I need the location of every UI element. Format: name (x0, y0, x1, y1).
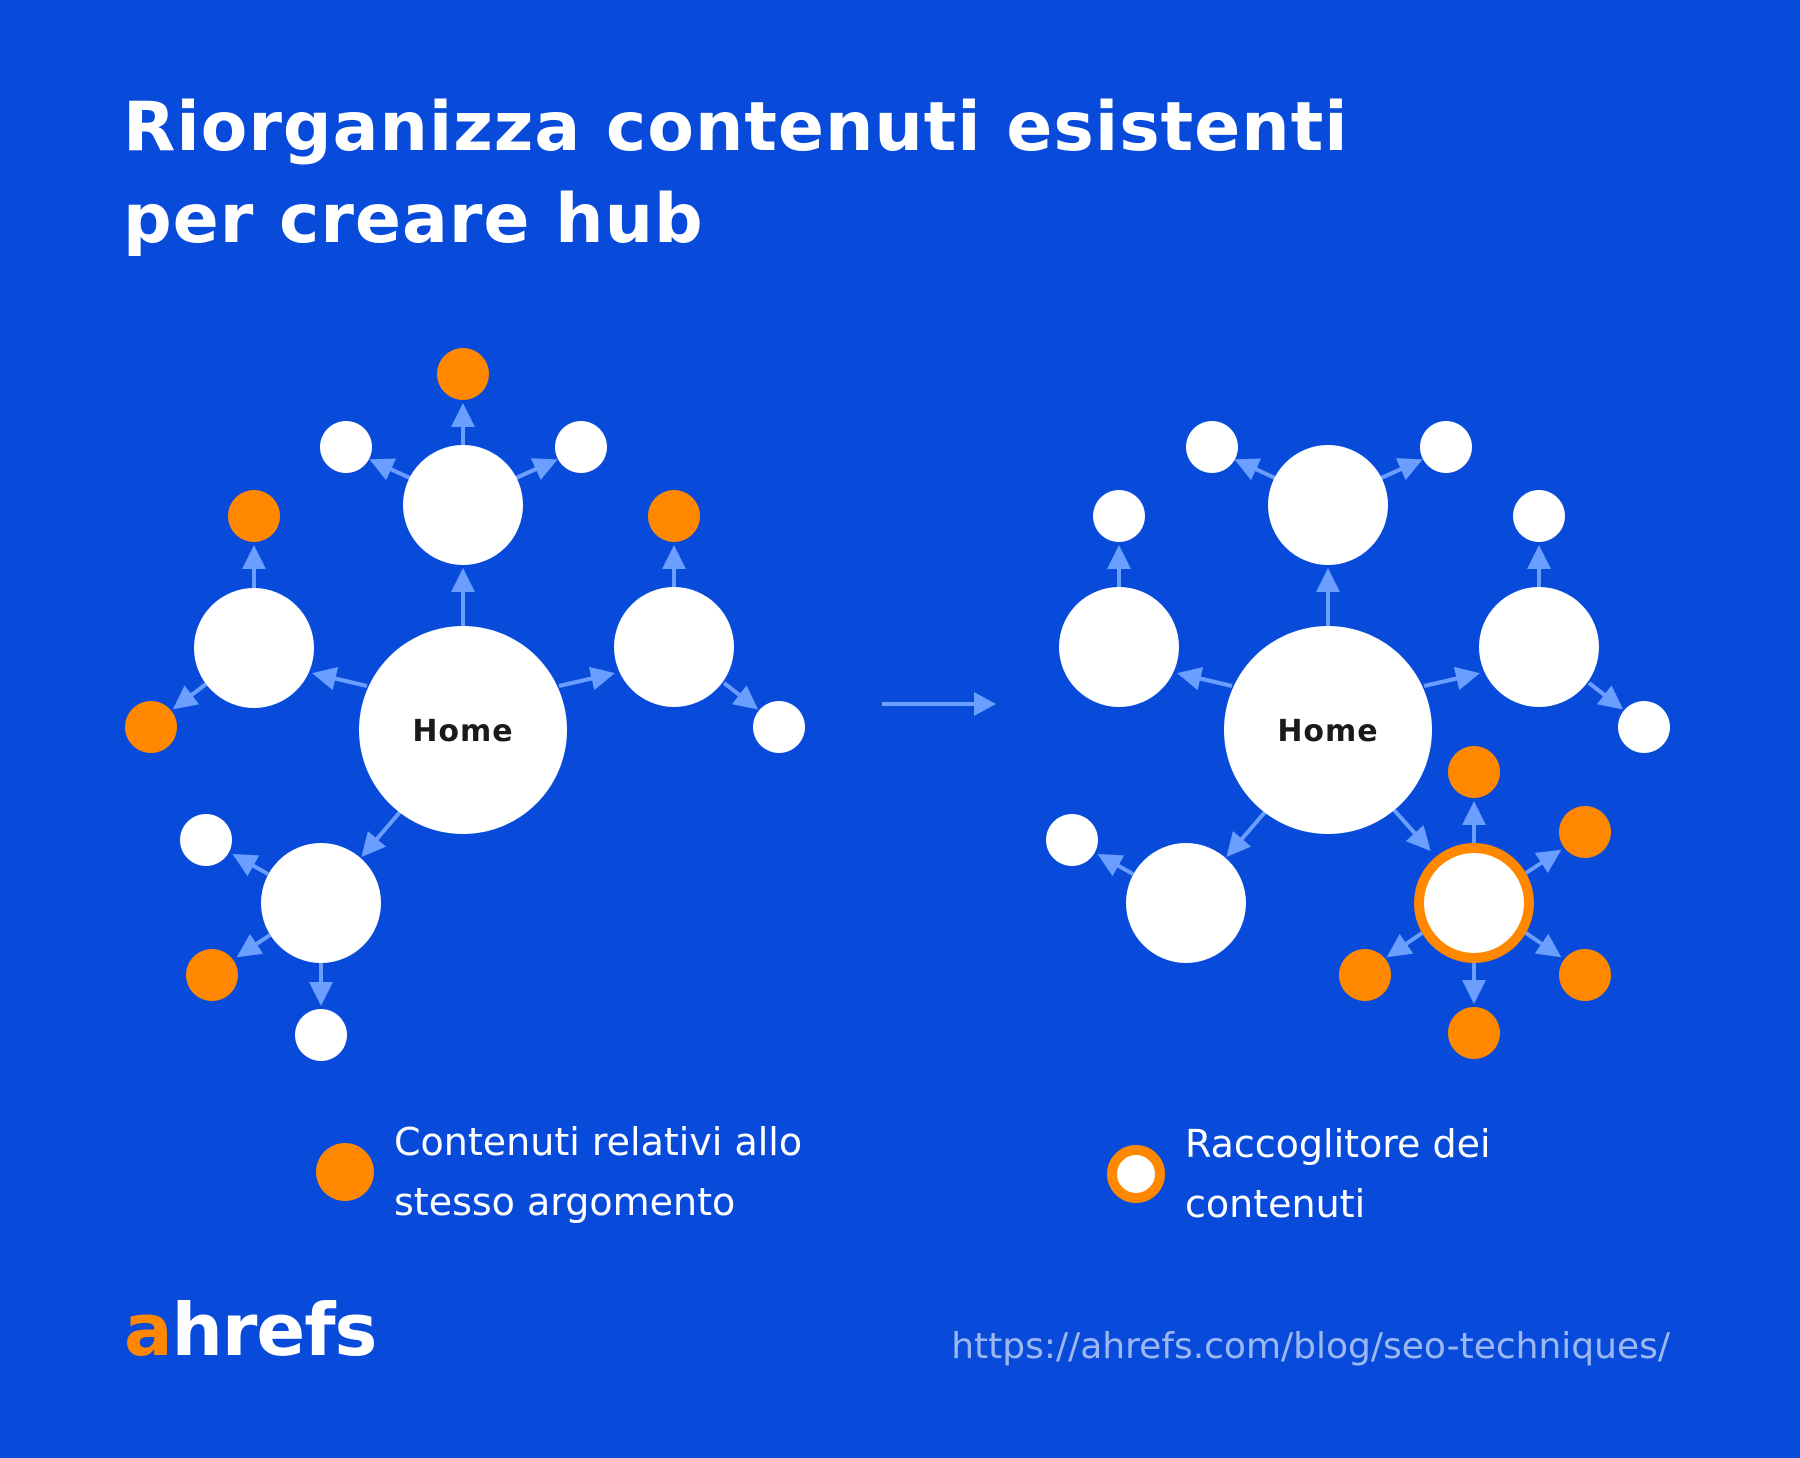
home-label: Home (1277, 714, 1378, 749)
logo-rest: hrefs (171, 1288, 378, 1372)
page-node (1268, 445, 1388, 565)
legend-content-hub: Raccoglitore dei contenuti (1107, 1114, 1491, 1234)
link-arrows (1097, 458, 1624, 1004)
topic-node (228, 490, 280, 542)
topic-node (125, 701, 177, 753)
source-url: https://ahrefs.com/blog/seo-techniques/ (951, 1326, 1670, 1367)
page-node (614, 587, 734, 707)
page-node (403, 445, 523, 565)
diagram-before: Home (125, 348, 805, 1061)
home-label: Home (412, 714, 513, 749)
subpage-node (1046, 814, 1098, 866)
content-hub-node (1414, 843, 1534, 963)
right-arrow-icon (882, 692, 996, 716)
subpage-node (1093, 490, 1145, 542)
page-title: Riorganizza contenuti esistenti per crea… (123, 82, 1349, 266)
logo-a: a (124, 1288, 173, 1372)
legend-topic-line-2: stesso argomento (394, 1180, 736, 1224)
subpage-node (753, 701, 805, 753)
topic-node (186, 949, 238, 1001)
home-node (359, 626, 567, 834)
subpage-node (295, 1009, 347, 1061)
ahrefs-logo: ahrefs (124, 1288, 378, 1372)
topic-node (437, 348, 489, 400)
page-node (1479, 587, 1599, 707)
topic-node (1559, 949, 1611, 1001)
subpage-node (180, 814, 232, 866)
subpage-node (555, 421, 607, 473)
orange-dot-icon (316, 1143, 374, 1201)
page-node (261, 843, 381, 963)
topic-node (1559, 806, 1611, 858)
home-node (1224, 626, 1432, 834)
subpage-node (1420, 421, 1472, 473)
topic-node (1448, 746, 1500, 798)
page-node (1059, 587, 1179, 707)
topic-node (648, 490, 700, 542)
topic-node (1339, 949, 1391, 1001)
subpage-node (1618, 701, 1670, 753)
topic-node (1448, 1007, 1500, 1059)
diagram-after: Home (1046, 421, 1670, 1059)
title-line-2: per creare hub (123, 180, 704, 259)
legend-hub-line-2: contenuti (1185, 1182, 1366, 1226)
page-node (194, 588, 314, 708)
hub-ring-icon (1107, 1145, 1165, 1203)
subpage-node (320, 421, 372, 473)
page-node (1126, 843, 1246, 963)
subpage-node (1513, 490, 1565, 542)
subpage-node (1186, 421, 1238, 473)
title-line-1: Riorganizza contenuti esistenti (123, 88, 1349, 167)
legend-hub-line-1: Raccoglitore dei (1185, 1122, 1491, 1166)
legend-topic-line-1: Contenuti relativi allo (394, 1120, 803, 1164)
link-arrows (172, 403, 759, 1006)
legend-topic-content: Contenuti relativi allo stesso argomento (316, 1112, 802, 1232)
